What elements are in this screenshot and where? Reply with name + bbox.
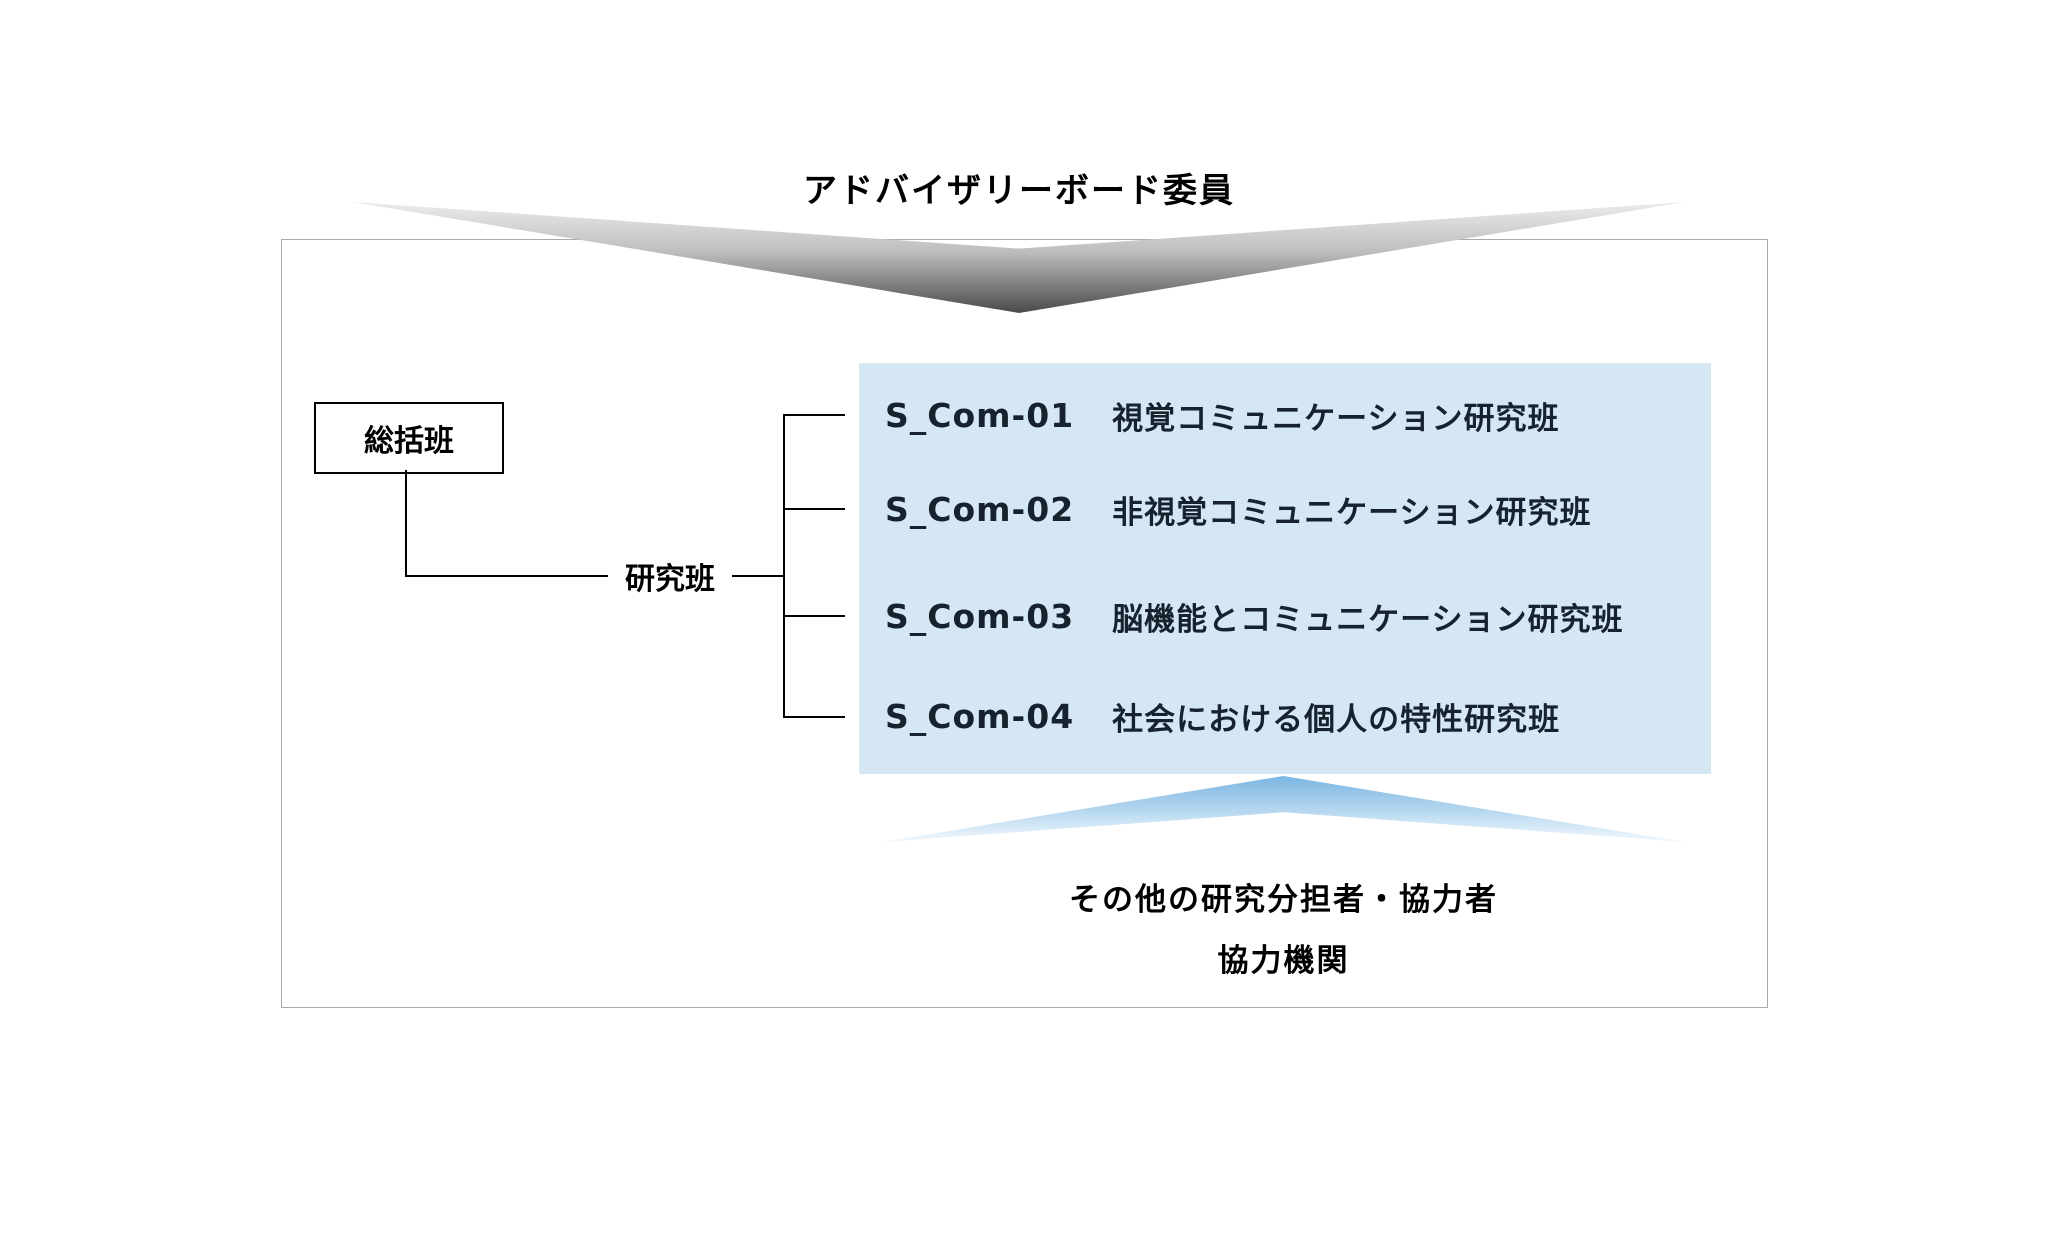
group-code: S_Com-04 xyxy=(885,696,1075,736)
group-code: S_Com-01 xyxy=(885,395,1075,435)
group-code: S_Com-02 xyxy=(885,489,1075,529)
connector-stub-group-1 xyxy=(783,414,845,416)
group-name: 視覚コミュニケーション研究班 xyxy=(1112,400,1560,437)
connector-stub-group-3 xyxy=(783,615,845,617)
connector-stub-group-4 xyxy=(783,716,845,718)
group-name: 非視覚コミュニケーション研究班 xyxy=(1112,494,1592,531)
group-code: S_Com-03 xyxy=(885,596,1075,636)
connector-horizontal-from-kenkyu xyxy=(732,575,785,577)
connector-vertical-from-soukatsu xyxy=(405,470,407,577)
general-management-box: 総括班 xyxy=(314,402,504,474)
cooperating-institutions-label: 協力機関 xyxy=(1217,943,1350,979)
group-name: 脳機能とコミュニケーション研究班 xyxy=(1112,601,1624,638)
research-group-row: S_Com-01 視覚コミュニケーション研究班 xyxy=(885,393,1560,437)
group-name: 社会における個人の特性研究班 xyxy=(1112,701,1561,738)
connector-horizontal-to-kenkyu xyxy=(405,575,610,577)
research-group-row: S_Com-03 脳機能とコミュニケーション研究班 xyxy=(885,594,1624,638)
connector-bracket-vertical xyxy=(783,414,785,718)
research-groups-panel: S_Com-01 視覚コミュニケーション研究班 S_Com-02 非視覚コミュニ… xyxy=(859,363,1711,774)
advisory-board-title: アドバイザリーボード委員 xyxy=(803,171,1235,211)
research-group-row: S_Com-04 社会における個人の特性研究班 xyxy=(885,694,1560,738)
connector-stub-group-2 xyxy=(783,508,845,510)
research-groups-label: 研究班 xyxy=(608,556,732,597)
research-group-row: S_Com-02 非視覚コミュニケーション研究班 xyxy=(885,487,1592,531)
other-collaborators-label: その他の研究分担者・協力者 xyxy=(1069,882,1498,918)
